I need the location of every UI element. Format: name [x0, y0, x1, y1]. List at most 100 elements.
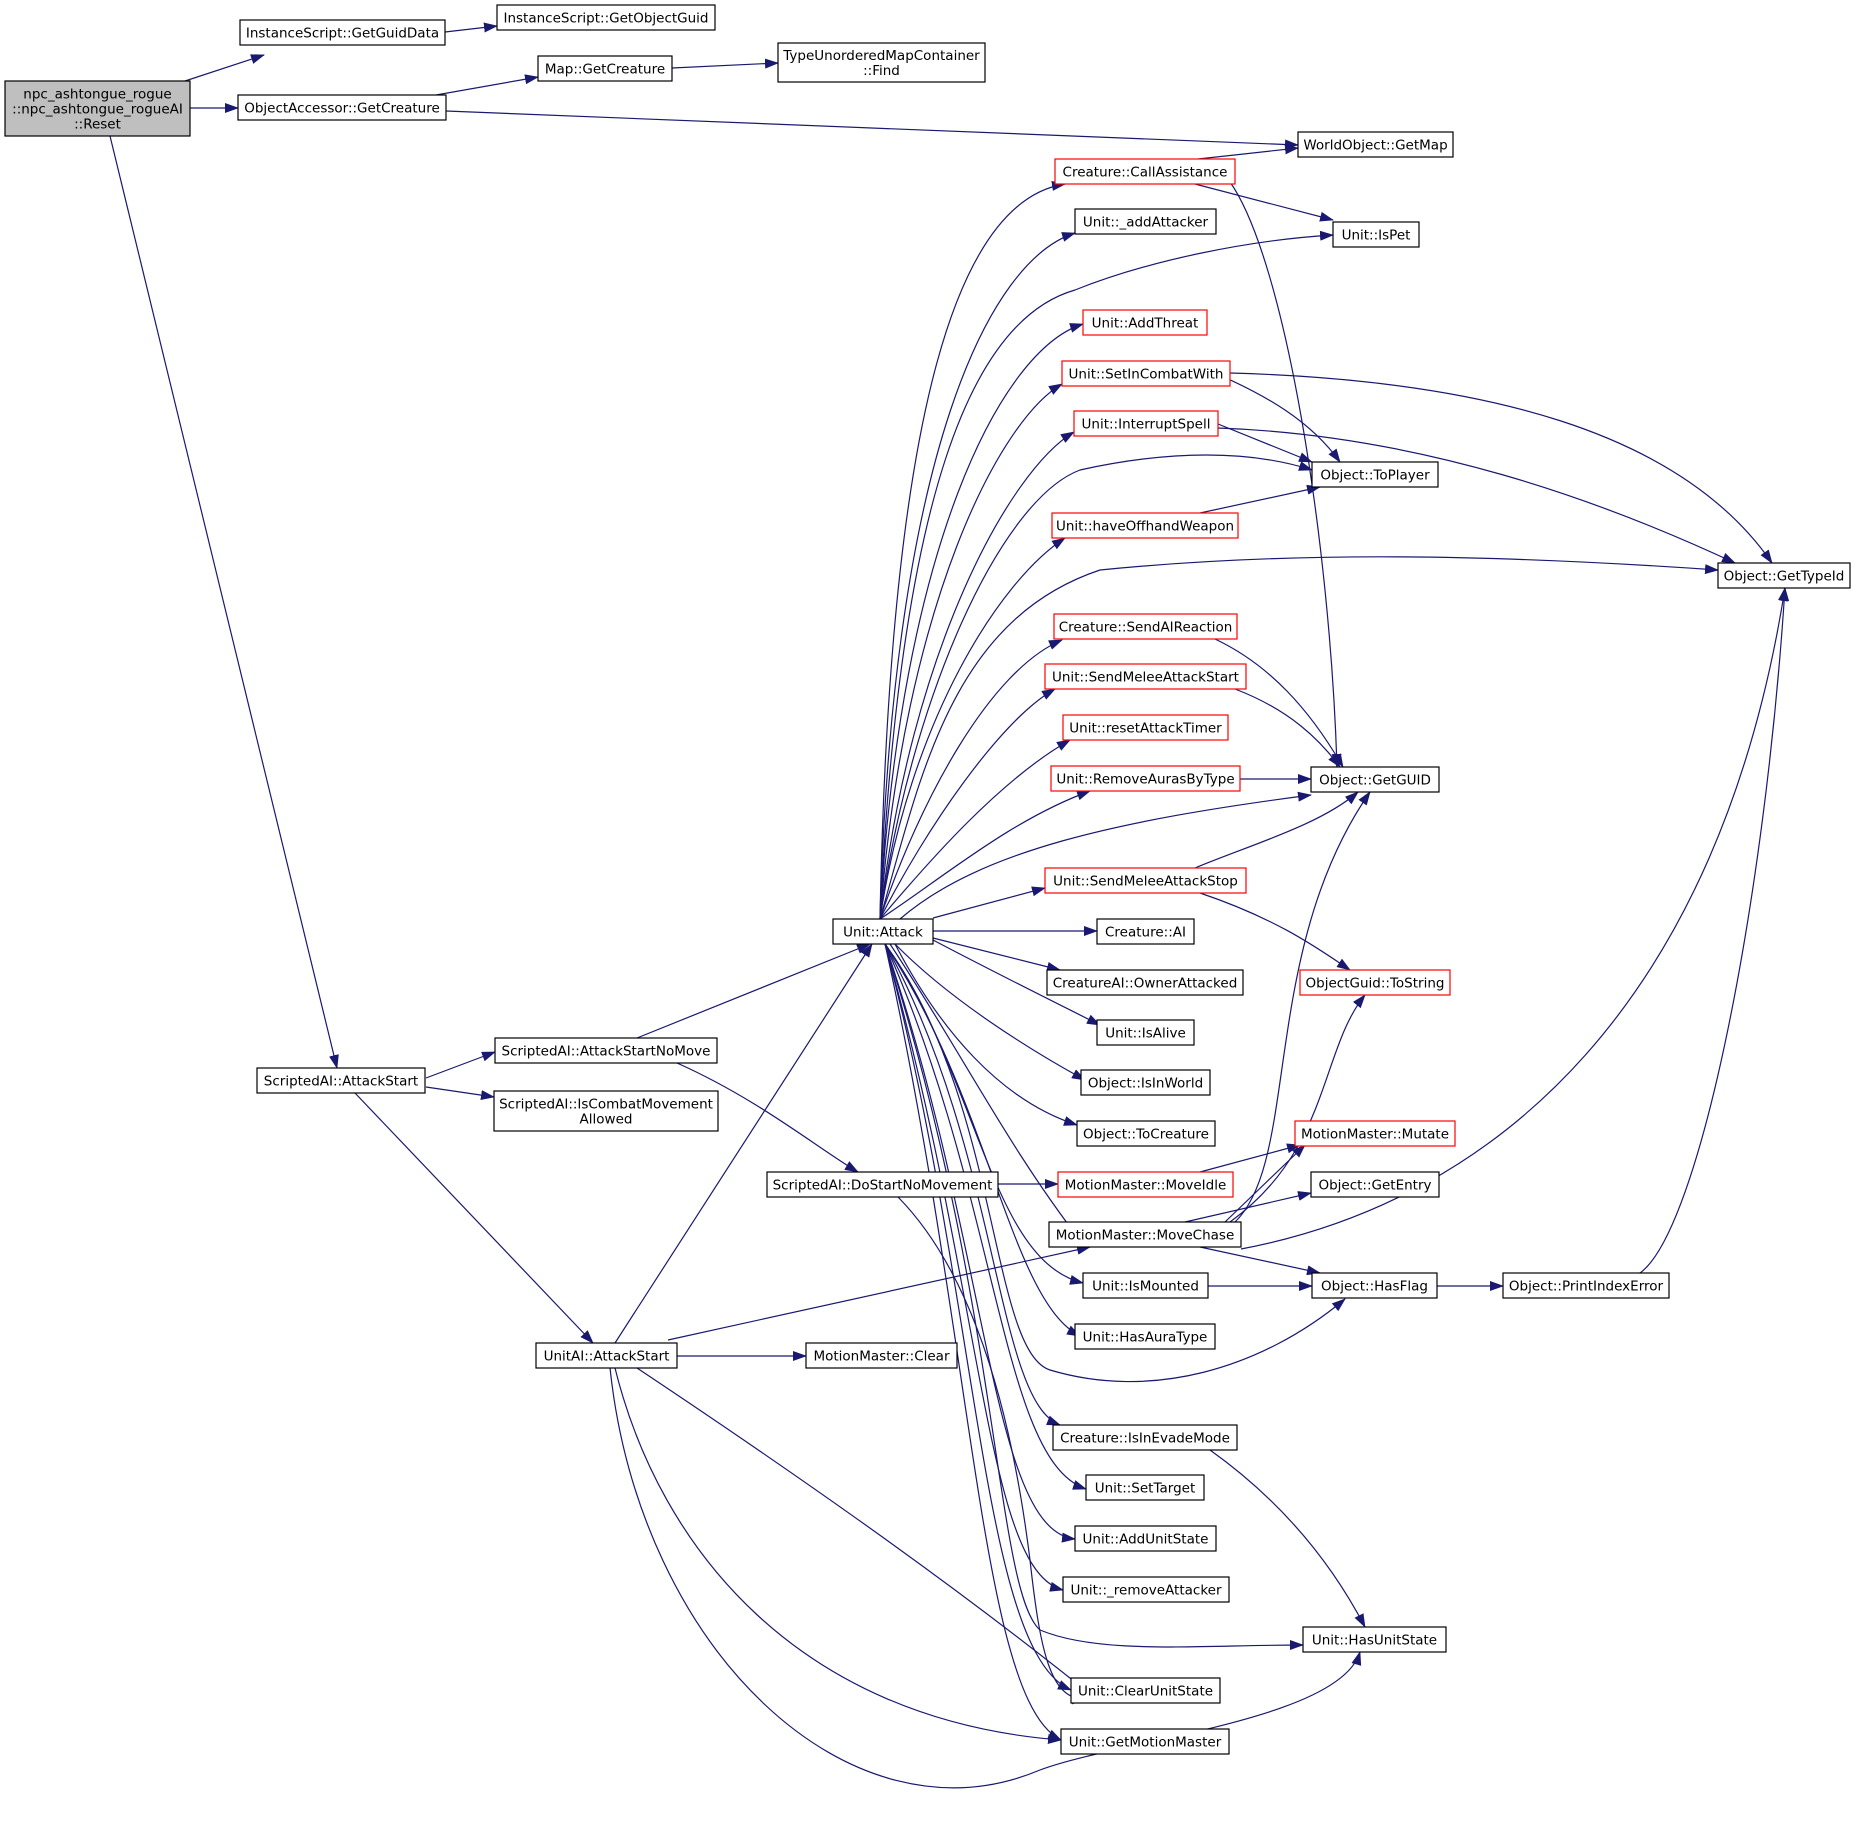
node-unit-clearunitstate[interactable]: Unit::ClearUnitState — [1070, 1677, 1221, 1704]
node-label: Unit::IsAlive — [1105, 1026, 1186, 1042]
node-cr-callassistance[interactable]: Creature::CallAssistance — [1054, 158, 1236, 185]
node-label: Allowed — [580, 1112, 633, 1128]
node-cr-isinevademode[interactable]: Creature::IsInEvadeMode — [1052, 1424, 1238, 1451]
node-label: Object::ToCreature — [1083, 1127, 1209, 1143]
node-box — [1054, 158, 1236, 185]
node-tumc-find[interactable]: TypeUnorderedMapContainer::Find — [777, 42, 986, 83]
node-label: Creature::AI — [1105, 925, 1186, 941]
node-label: Unit::AddThreat — [1092, 316, 1199, 332]
node-unit-settarget[interactable]: Unit::SetTarget — [1085, 1474, 1205, 1501]
edge-to-obj-getguid — [1229, 181, 1342, 768]
node-box — [1311, 461, 1439, 488]
node-unit-sendmeleestop[interactable]: Unit::SendMeleeAttackStop — [1044, 867, 1247, 894]
edge-to-obj-toplayer — [1214, 372, 1341, 463]
edge-to-unit-settarget — [884, 943, 1087, 1490]
edge-to-obj-toplayer — [1217, 423, 1313, 463]
edge-to-unit-hasunitstate — [609, 1367, 1362, 1789]
node-label: Object::ToPlayer — [1320, 468, 1430, 484]
node-box — [1297, 131, 1454, 158]
node-unit-interruptspell[interactable]: Unit::InterruptSpell — [1073, 410, 1219, 437]
node-obj-hasflag[interactable]: Object::HasFlag — [1311, 1272, 1438, 1299]
node-mm-moveidle[interactable]: MotionMaster::MoveIdle — [1057, 1171, 1234, 1198]
node-unit-ispet[interactable]: Unit::IsPet — [1332, 221, 1420, 248]
node-uai-attackstart[interactable]: UnitAI::AttackStart — [535, 1342, 678, 1369]
node-unit-haveoffhand[interactable]: Unit::haveOffhandWeapon — [1051, 512, 1239, 539]
node-unit-hasauratype[interactable]: Unit::HasAuraType — [1074, 1323, 1216, 1350]
node-box — [4, 80, 191, 137]
node-label: Unit::ClearUnitState — [1078, 1684, 1213, 1700]
node-obj-getguid[interactable]: Object::GetGUID — [1310, 766, 1440, 793]
node-sai-attackstart[interactable]: ScriptedAI::AttackStart — [256, 1067, 426, 1094]
node-unit-hasunitstate[interactable]: Unit::HasUnitState — [1302, 1626, 1447, 1653]
node-label: ::Find — [863, 63, 900, 79]
node-box — [1294, 1120, 1456, 1147]
edge-to-unit-haveoffhand — [879, 537, 1066, 920]
node-sai-dostartnomovement[interactable]: ScriptedAI::DoStartNoMovement — [766, 1171, 999, 1198]
node-unit-sendmeleestart[interactable]: Unit::SendMeleeAttackStart — [1044, 663, 1247, 690]
node-cr-sendaireaction[interactable]: Creature::SendAIReaction — [1053, 613, 1238, 640]
node-label: Unit::IsPet — [1342, 228, 1411, 244]
node-unit-removeaurasbytype[interactable]: Unit::RemoveAurasByType — [1050, 765, 1241, 792]
node-unit-attack[interactable]: Unit::Attack — [832, 918, 934, 945]
node-box — [1061, 360, 1231, 387]
node-guid-tostring[interactable]: ObjectGuid::ToString — [1299, 969, 1451, 996]
node-label: npc_ashtongue_rogue — [23, 87, 171, 103]
edge-to-unit-setincombatwith — [879, 383, 1063, 920]
node-oa-getcreature[interactable]: ObjectAccessor::GetCreature — [237, 94, 447, 121]
edge-to-obj-toplayer — [1199, 484, 1321, 514]
node-mm-mutate[interactable]: MotionMaster::Mutate — [1294, 1120, 1456, 1147]
node-unit-setincombatwith[interactable]: Unit::SetInCombatWith — [1061, 360, 1231, 387]
edge-layer — [109, 22, 1790, 1789]
node-mm-movechase[interactable]: MotionMaster::MoveChase — [1048, 1221, 1242, 1248]
node-unit-ismounted[interactable]: Unit::IsMounted — [1082, 1272, 1209, 1299]
node-unit-getmotionmaster[interactable]: Unit::GetMotionMaster — [1060, 1728, 1230, 1755]
node-obj-printindexerror[interactable]: Object::PrintIndexError — [1502, 1272, 1670, 1299]
node-is-getobjectguid[interactable]: InstanceScript::GetObjectGuid — [496, 4, 716, 31]
node-obj-gettypeid[interactable]: Object::GetTypeId — [1717, 562, 1851, 589]
node-unit-isalive[interactable]: Unit::IsAlive — [1096, 1019, 1195, 1046]
node-sai-attackstartnomove[interactable]: ScriptedAI::AttackStartNoMove — [494, 1037, 718, 1064]
node-box — [1717, 562, 1851, 589]
edge-to-unit-hasunitstate — [884, 943, 1304, 1651]
node-obj-tocreature[interactable]: Object::ToCreature — [1076, 1120, 1216, 1147]
node-label: Unit::AddUnitState — [1083, 1532, 1209, 1548]
node-label: Object::GetGUID — [1319, 773, 1431, 789]
node-label: Unit::HasUnitState — [1312, 1633, 1437, 1649]
node-unit-addunitstate[interactable]: Unit::AddUnitState — [1074, 1525, 1217, 1552]
node-box — [1051, 512, 1239, 539]
node-unit-removeattacker[interactable]: Unit::_removeAttacker — [1062, 1576, 1230, 1603]
node-unit-resetattacktimer[interactable]: Unit::resetAttackTimer — [1062, 714, 1229, 741]
node-box — [1052, 1424, 1238, 1451]
edge-to-obj-gettypeid — [1229, 372, 1773, 564]
node-crai-ownerattacked[interactable]: CreatureAI::OwnerAttacked — [1046, 969, 1244, 996]
edge-to-obj-toplayer — [879, 454, 1313, 920]
edge-to-cr-callassistance — [879, 181, 1066, 920]
node-box — [777, 42, 986, 83]
node-is-getguiddata[interactable]: InstanceScript::GetGuidData — [239, 19, 446, 46]
edge-to-unit-ispet — [1194, 183, 1334, 222]
node-box — [1096, 918, 1195, 945]
node-label: Unit::resetAttackTimer — [1069, 721, 1222, 737]
node-obj-getentry[interactable]: Object::GetEntry — [1310, 1171, 1440, 1198]
node-cr-ai[interactable]: Creature::AI — [1096, 918, 1195, 945]
node-box — [1074, 1323, 1216, 1350]
node-label: ObjectGuid::ToString — [1306, 976, 1445, 992]
node-box — [256, 1067, 426, 1094]
node-unit-addattacker[interactable]: Unit::_addAttacker — [1074, 208, 1217, 235]
node-wo-getmap[interactable]: WorldObject::GetMap — [1297, 131, 1454, 158]
edge-to-sai-dostartnomovement — [676, 1062, 859, 1173]
node-mm-clear[interactable]: MotionMaster::Clear — [805, 1342, 958, 1369]
node-obj-toplayer[interactable]: Object::ToPlayer — [1311, 461, 1439, 488]
node-box — [1332, 221, 1420, 248]
edge-to-is-getobjectguid — [444, 22, 498, 33]
node-root[interactable]: npc_ashtongue_rogue::npc_ashtongue_rogue… — [4, 80, 191, 137]
node-map-getcreature[interactable]: Map::GetCreature — [537, 55, 673, 82]
edge-to-unit-attack — [614, 943, 873, 1344]
edge-to-unit-sendmeleestop — [932, 886, 1046, 919]
node-obj-isinworld[interactable]: Object::IsInWorld — [1080, 1069, 1211, 1096]
node-box — [1074, 1525, 1217, 1552]
node-box — [1060, 1728, 1230, 1755]
node-box — [535, 1342, 678, 1369]
node-unit-addthreat[interactable]: Unit::AddThreat — [1082, 309, 1208, 336]
